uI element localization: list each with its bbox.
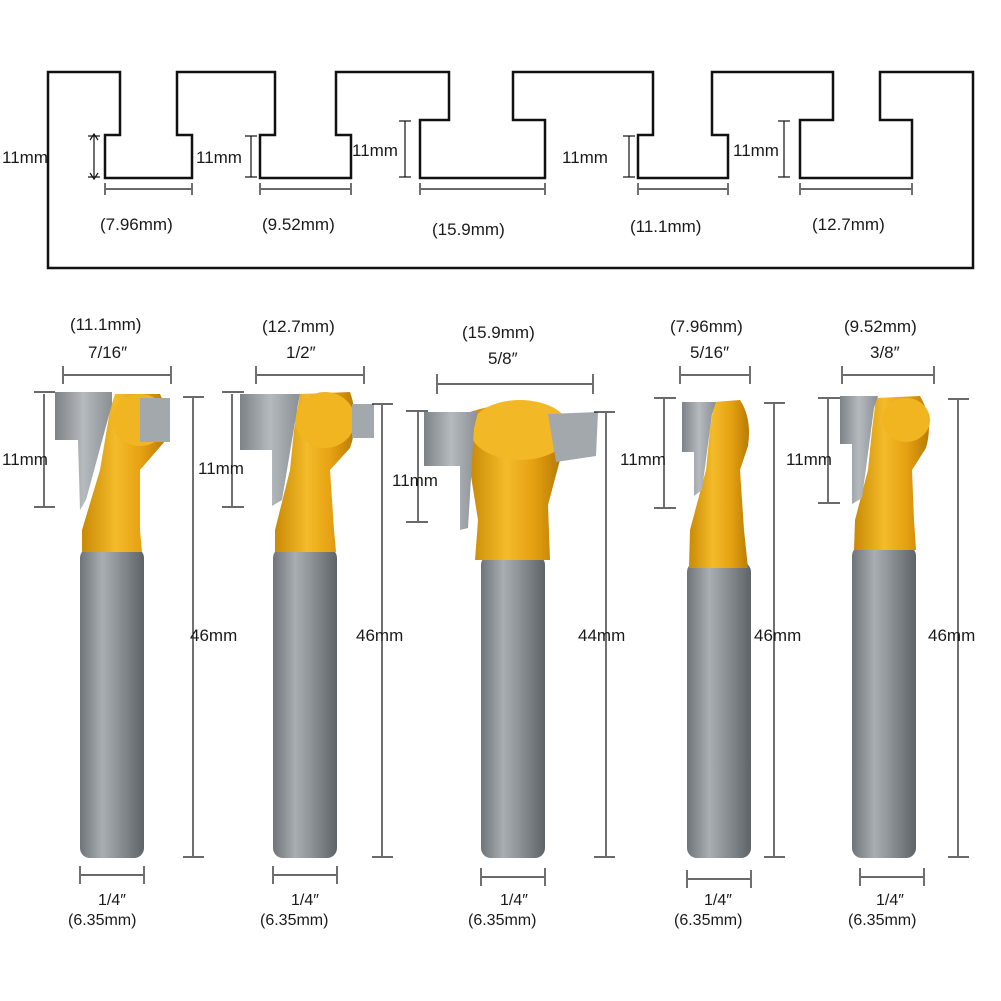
slot-2-depth: 11mm — [196, 148, 242, 167]
bit-3-length: 44mm — [578, 626, 625, 645]
bit-4-width-mm: (7.96mm) — [670, 317, 743, 336]
bit-5-width-mm: (9.52mm) — [844, 317, 917, 336]
bit-1-shank — [80, 548, 144, 858]
bit-4-cut-height: 11mm — [620, 450, 666, 469]
router-bit-3: (15.9mm) 5/8″ 11mm 44mm 1/4″ (6.35mm) — [392, 323, 625, 929]
slot-2-dimensions: 11mm (9.52mm) — [196, 135, 352, 234]
slot-4-width: (11.1mm) — [630, 217, 701, 236]
bit-4-body — [689, 400, 749, 568]
bit-2-shank-in: 1/4″ — [291, 892, 319, 909]
bit-1-cut-height: 11mm — [2, 450, 48, 469]
bit-5-shank — [852, 546, 916, 858]
router-bit-5: (9.52mm) 3/8″ 11mm 46mm 1/4″ (6.35mm) — [786, 317, 975, 929]
bit-1-width-in: 7/16″ — [88, 343, 127, 362]
slot-1-width: (7.96mm) — [100, 215, 173, 234]
bit-2-length: 46mm — [356, 626, 403, 645]
bit-4-carbide-cutter — [682, 402, 716, 496]
slot-3-depth: 11mm — [352, 141, 398, 160]
router-bit-4: (7.96mm) 5/16″ 11mm 46mm 1/4″ (6.35mm) — [620, 317, 801, 929]
bit-4-shank — [687, 562, 751, 858]
bit-4-width-in: 5/16″ — [690, 343, 729, 362]
bit-3-width-mm: (15.9mm) — [462, 323, 535, 342]
bit-1-length: 46mm — [190, 626, 237, 645]
bit-5-length: 46mm — [928, 626, 975, 645]
bit-1-shank-in: 1/4″ — [98, 892, 126, 909]
slot-5-depth: 11mm — [733, 141, 779, 160]
bit-3-shank-mm: (6.35mm) — [468, 912, 536, 929]
bit-3-shank-in: 1/4″ — [500, 892, 528, 909]
slot-5-width: (12.7mm) — [812, 215, 885, 234]
bit-1-carbide-cutter — [55, 392, 112, 510]
bit-2-cut-height: 11mm — [198, 459, 244, 478]
slot-3-width: (15.9mm) — [432, 220, 505, 239]
bit-2-shank-mm: (6.35mm) — [260, 912, 328, 929]
bit-2-width-in: 1/2″ — [286, 343, 316, 362]
router-bit-2: (12.7mm) 1/2″ 11mm 46mm 1/4″ (6.35mm) — [198, 317, 403, 929]
router-bit-1: (11.1mm) 7/16″ 11mm 46mm 1/4″ (6.35mm) — [2, 315, 237, 929]
slot-profile: 11mm (7.96mm) 11mm (9.52mm) 11mm (1 — [2, 70, 975, 270]
bit-5-carbide-cutter — [840, 396, 878, 504]
slot-4-depth: 11mm — [562, 148, 608, 167]
slot-3-dimensions: 11mm (15.9mm) — [352, 120, 546, 239]
bit-5-shank-mm: (6.35mm) — [848, 912, 916, 929]
slot-2-width: (9.52mm) — [262, 215, 335, 234]
slot-5-dimensions: 11mm (12.7mm) — [733, 120, 913, 234]
slot-profile-outline — [46, 70, 975, 270]
slot-4-dimensions: 11mm (11.1mm) — [562, 135, 729, 236]
bit-4-length: 46mm — [754, 626, 801, 645]
bit-4-shank-in: 1/4″ — [704, 892, 732, 909]
bit-3-width-in: 5/8″ — [488, 349, 518, 368]
bit-3-carbide-cutter — [424, 412, 478, 530]
slot-1-depth: 11mm — [2, 148, 48, 167]
bit-1-width-mm: (11.1mm) — [70, 315, 141, 334]
bit-5-width-in: 3/8″ — [870, 343, 900, 362]
bit-3-cut-height: 11mm — [392, 471, 438, 490]
bit-3-shank — [481, 555, 545, 858]
bit-2-width-mm: (12.7mm) — [262, 317, 335, 336]
slot-1-dimensions: 11mm (7.96mm) — [2, 132, 193, 234]
bit-1-shank-mm: (6.35mm) — [68, 912, 136, 929]
bit-5-shank-in: 1/4″ — [876, 892, 904, 909]
bit-2-shank — [273, 548, 337, 858]
bit-2-carbide-cutter — [240, 394, 300, 506]
bit-5-cut-height: 11mm — [786, 450, 832, 469]
bit-4-shank-mm: (6.35mm) — [674, 912, 742, 929]
